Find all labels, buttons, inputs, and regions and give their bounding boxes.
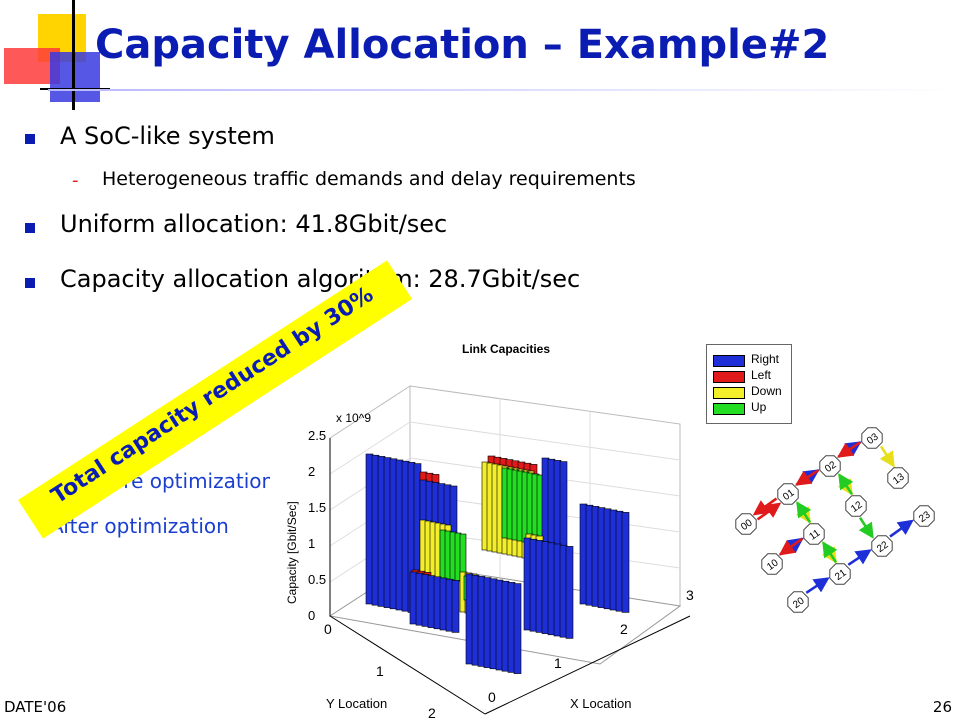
- z-tick-label: 1.5: [308, 500, 326, 515]
- footer-conference: DATE'06: [4, 698, 67, 716]
- bullet-icon: [25, 223, 35, 233]
- network-topology-diagram: 00 01 02 03 10 11 12 13 20 21 22 23: [735, 427, 935, 613]
- legend-label-right: Right: [751, 352, 780, 366]
- bullet-icon: [25, 134, 35, 144]
- z-tick-label: 2.5: [308, 428, 326, 443]
- network-node: 12: [845, 495, 867, 517]
- bars-group: [365, 453, 630, 674]
- network-link: [805, 577, 830, 594]
- chart-bar: [621, 512, 630, 613]
- network-link: [756, 502, 782, 521]
- y-axis-label: Y Location: [326, 696, 387, 711]
- network-node: 01: [777, 483, 799, 505]
- y-tick-labels: 0 1 2: [324, 621, 436, 721]
- sub-bullet-dash: -: [72, 170, 79, 191]
- legend-swatch-left: [713, 371, 745, 383]
- z-axis-label: Capacity [Gbit/Sec]: [285, 501, 299, 604]
- legend-label-up: Up: [751, 400, 767, 414]
- z-tick-label: 0: [308, 608, 315, 623]
- network-link: [778, 537, 804, 556]
- network-node: 21: [829, 563, 851, 585]
- z-tick-label: 0.5: [308, 572, 326, 587]
- link-capacities-chart: Link Capacities 0 0.5 1 1.5 2 2.5 x 10^9 Capa…: [270, 334, 710, 721]
- network-link: [796, 501, 812, 524]
- network-node: 20: [787, 591, 809, 613]
- network-node: 23: [913, 505, 935, 527]
- bullet-capacity-algorithm: Capacity allocation algorithm: 28.7Gbit/…: [60, 265, 581, 293]
- legend-swatch-down: [713, 387, 745, 399]
- network-link: [836, 441, 862, 458]
- z-scale-label: x 10^9: [336, 411, 371, 425]
- x-axis-label: X Location: [570, 696, 631, 711]
- chart-bar: [565, 546, 574, 639]
- network-link: [752, 497, 778, 516]
- network-node: 02: [819, 455, 841, 477]
- network-link: [889, 519, 914, 538]
- z-tick-label: 2: [308, 464, 315, 479]
- network-nodes: 00 01 02 03 10 11 12 13 20 21 22 23: [735, 427, 935, 613]
- x-tick-labels: 0 1 2 3: [488, 587, 694, 705]
- x-tick-label: 1: [554, 655, 562, 671]
- legend-swatch-right: [713, 355, 745, 367]
- network-node: 13: [887, 467, 909, 489]
- network-link: [838, 473, 854, 496]
- bullet-uniform-allocation: Uniform allocation: 41.8Gbit/sec: [60, 210, 448, 238]
- network-node: 03: [861, 427, 883, 449]
- title-divider: [48, 89, 960, 91]
- y-tick-label: 0: [324, 621, 332, 637]
- network-links: [752, 441, 914, 594]
- page-title: Capacity Allocation – Example#2: [95, 22, 830, 68]
- network-link: [879, 445, 895, 468]
- chart-svg: 00.511.522.5 x 10^9 Capacity [Gbit/Sec] …: [285, 385, 694, 721]
- z-tick-labels: 0 0.5 1 1.5 2 2.5: [308, 428, 326, 623]
- legend-swatch-up: [713, 403, 745, 415]
- network-link: [858, 516, 874, 539]
- network-link: [794, 469, 820, 486]
- network-node: 00: [735, 513, 757, 535]
- bullet-soc-system: A SoC-like system: [60, 122, 275, 150]
- after-optimization-label: After optimization: [50, 514, 229, 538]
- footer-page-number: 26: [932, 698, 952, 716]
- x-tick-label: 0: [488, 689, 496, 705]
- x-tick-label: 2: [620, 621, 628, 637]
- network-link: [822, 541, 838, 564]
- legend-label-down: Down: [751, 384, 782, 398]
- bullet-icon: [25, 278, 35, 288]
- sub-bullet-heterogeneous: Heterogeneous traffic demands and delay …: [102, 168, 636, 190]
- y-tick-label: 1: [376, 663, 384, 679]
- y-tick-label: 2: [428, 705, 436, 718]
- network-node: 10: [761, 553, 783, 575]
- network-node: 11: [803, 523, 825, 545]
- network-node: 22: [871, 535, 893, 557]
- z-tick-label: 1: [308, 536, 315, 551]
- chart-title: Link Capacities: [462, 342, 551, 356]
- chart-bar: [451, 580, 460, 633]
- chart-legend: Right Left Down Up: [706, 344, 792, 424]
- x-tick-label: 3: [686, 587, 694, 603]
- chart-bar: [559, 461, 568, 546]
- chart-bar: [513, 583, 522, 674]
- logo-decoration: [0, 0, 110, 110]
- legend-label-left: Left: [751, 368, 772, 382]
- network-link: [847, 549, 872, 566]
